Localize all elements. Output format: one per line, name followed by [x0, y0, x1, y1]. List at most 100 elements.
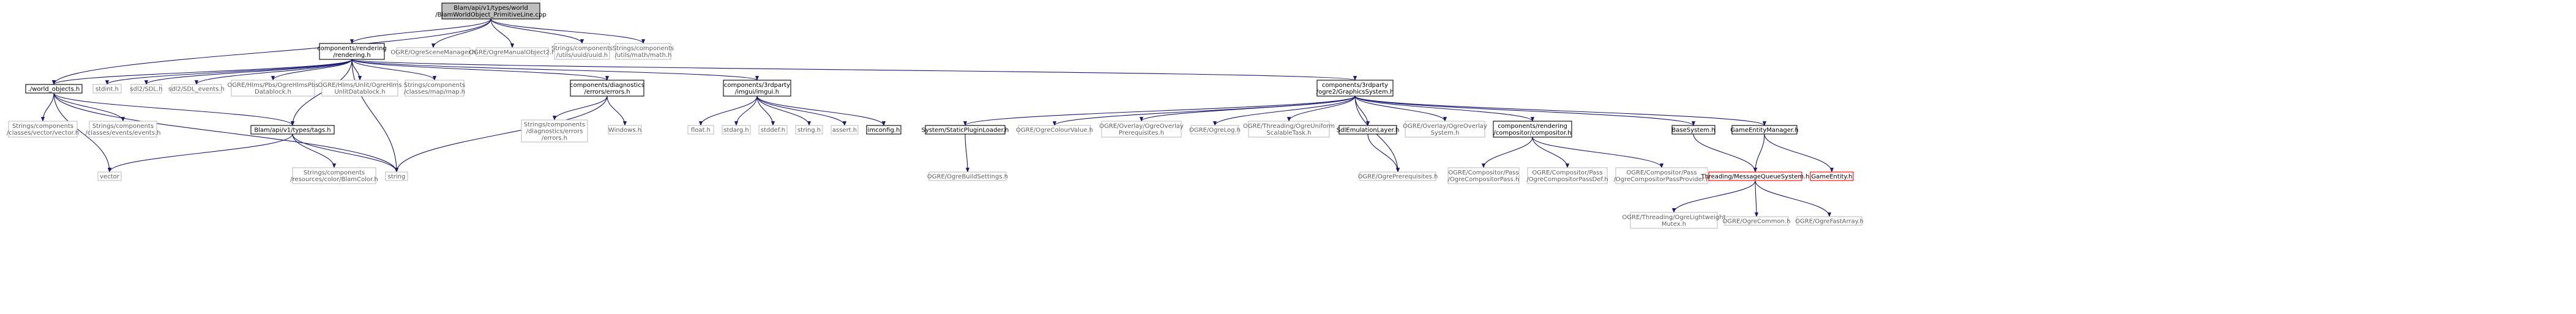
node-box — [1316, 80, 1394, 97]
node-static-plugin-loader[interactable]: System/StaticPluginLoader.h — [922, 125, 1009, 135]
node-game-entity-manager[interactable]: GameEntityManager.h — [1730, 125, 1799, 135]
node-box — [1101, 121, 1182, 138]
edge-rendering-to-map — [351, 59, 437, 81]
node-stdint: stdint.h — [92, 84, 122, 94]
node-graphics-system[interactable]: components/3rdparty/ogre2/GraphicsSystem… — [1316, 80, 1394, 97]
edge-errors-to-errors_strings — [552, 95, 608, 121]
dependency-nodes: Blam/api/v1/types/world/BlamWorldObject_… — [7, 2, 1864, 229]
node-label: SdlEmulationLayer.h — [1337, 127, 1399, 134]
node-windows: Windows.h — [608, 125, 642, 135]
edge-imgui-to-string_h — [756, 95, 812, 126]
node-label: /OgreCompositorPassProvider.h — [1614, 176, 1710, 183]
node-label: /OgreCompositorPassDef.h — [1526, 176, 1608, 183]
node-label: components/diagnostics — [570, 82, 644, 89]
node-box — [1190, 125, 1239, 135]
node-box — [1447, 167, 1520, 184]
node-label: OGRE/OgreLog.h — [1189, 127, 1241, 134]
node-label: sdl2/SDL_events.h — [168, 86, 225, 93]
node-tags[interactable]: Blam/api/v1/types/tags.h — [250, 125, 335, 135]
node-label: components/rendering — [1498, 123, 1567, 130]
node-box — [97, 171, 122, 181]
node-box — [1359, 171, 1436, 181]
node-box — [250, 125, 335, 135]
edge-tags-to-blam_color — [292, 133, 337, 168]
node-label: OGRE/Threading/OgreUniform — [1243, 123, 1335, 130]
node-label: Strings/components — [404, 82, 465, 89]
node-label: Threading/MessageQueueSystem.h — [1700, 174, 1809, 181]
edge-imgui-to-imconfig — [756, 95, 886, 126]
node-focus[interactable]: Blam/api/v1/types/world/BlamWorldObject_… — [435, 2, 547, 20]
node-label: assert.h — [832, 127, 857, 134]
node-box — [1731, 125, 1798, 135]
edge-compositor-to-comp_pass — [1481, 136, 1533, 168]
node-ogre-prereq: OGRE/OgrePrerequisites.h — [1358, 171, 1438, 181]
node-ogre-log: OGRE/OgreLog.h — [1189, 125, 1241, 135]
node-rendering[interactable]: components/rendering/rendering.h — [317, 43, 387, 60]
node-box — [396, 47, 471, 57]
edge-focus-to-ogre_manual_object2 — [490, 18, 515, 48]
node-label: OGRE/Overlay/OgreOverlay — [1403, 123, 1487, 130]
node-label: Strings/components — [92, 123, 154, 130]
edge-game_entity_manager-to-game_entity — [1764, 133, 1834, 173]
node-box — [231, 80, 315, 97]
node-box — [1630, 212, 1718, 229]
edge-focus-to-uuid — [490, 18, 584, 44]
node-label: /classes/vector/vector.h — [7, 130, 79, 136]
node-imgui[interactable]: components/3rdparty/imgui/imgui.h — [723, 80, 791, 97]
node-box — [687, 125, 714, 135]
edge-graphics_system-to-game_entity_manager — [1354, 95, 1766, 126]
node-box — [928, 171, 1007, 181]
edge-world_objects-to-string — [53, 92, 399, 173]
edge-imgui-to-stddef — [756, 95, 775, 126]
node-label: /OgreCompositorPass.h — [1448, 176, 1520, 183]
node-box — [319, 43, 385, 60]
edge-world_objects-to-events — [53, 92, 125, 122]
node-box — [385, 171, 408, 181]
node-label: /errors/errors.h — [584, 89, 630, 95]
node-box — [554, 43, 610, 60]
edge-graphics_system-to-overlay_prereq — [1140, 95, 1356, 122]
edge-imgui-to-stdarg — [734, 95, 758, 126]
node-base-system[interactable]: BaseSystem.h — [1671, 125, 1715, 135]
node-sdl-emulation[interactable]: SdlEmulationLayer.h — [1337, 125, 1399, 135]
node-box — [795, 125, 823, 135]
node-game-entity[interactable]: GameEntity.h — [1810, 171, 1854, 181]
node-message-queue[interactable]: Threading/MessageQueueSystem.h — [1700, 171, 1810, 181]
node-imconfig[interactable]: imconfig.h — [866, 125, 902, 135]
edge-message_queue-to-lightweight_mutex — [1671, 180, 1756, 213]
node-label: ./world_objects.h — [28, 86, 80, 93]
edge-base_system-to-message_queue — [1693, 133, 1758, 173]
node-label: OGRE/Overlay/OgreOverlay — [1099, 123, 1184, 130]
node-box — [1018, 125, 1091, 135]
node-compositor[interactable]: components/rendering/compositor/composit… — [1493, 121, 1572, 138]
edge-rendering-to-world_objects — [52, 59, 353, 85]
node-label: Strings/components — [551, 45, 613, 52]
node-label: OGRE/Compositor/Pass — [1532, 170, 1602, 176]
node-string-h: string.h — [795, 125, 823, 135]
node-box — [405, 80, 465, 97]
edge-graphics_system-to-static_plugin_loader — [963, 95, 1356, 126]
node-label: Strings/components — [304, 170, 365, 176]
node-box — [758, 125, 788, 135]
node-box — [1248, 121, 1330, 138]
node-blam-color: Strings/components/resources/color/BlamC… — [290, 167, 378, 184]
edge-imgui-to-assert — [756, 95, 847, 126]
node-comp-pass-provider: OGRE/Compositor/Pass/OgreCompositorPassP… — [1614, 167, 1710, 184]
edge-compositor-to-comp_pass_def — [1532, 136, 1570, 168]
edge-graphics_system-to-overlay_system — [1354, 95, 1447, 122]
node-build-settings: OGRE/OgreBuildSettings.h — [927, 171, 1008, 181]
node-stddef: stddef.h — [758, 125, 788, 135]
node-errors[interactable]: components/diagnostics/errors/errors.h — [570, 80, 644, 97]
node-label: /BlamWorldObject_PrimitiveLine.cpp — [435, 12, 546, 18]
edge-tags-to-string — [292, 133, 399, 173]
edge-message_queue-to-ogre_common — [1754, 180, 1759, 217]
dependency-edges — [40, 18, 1834, 217]
node-fast-array: OGRE/OgreFastArray.h — [1795, 216, 1864, 226]
node-box — [1405, 121, 1485, 138]
node-world-objects[interactable]: ./world_objects.h — [25, 84, 83, 94]
node-box — [130, 84, 162, 94]
node-ogre-manual-object2: OGRE/OgreManualObject2.h — [469, 47, 556, 57]
node-label: OGRE/OgreFastArray.h — [1795, 219, 1864, 225]
node-box — [722, 125, 751, 135]
